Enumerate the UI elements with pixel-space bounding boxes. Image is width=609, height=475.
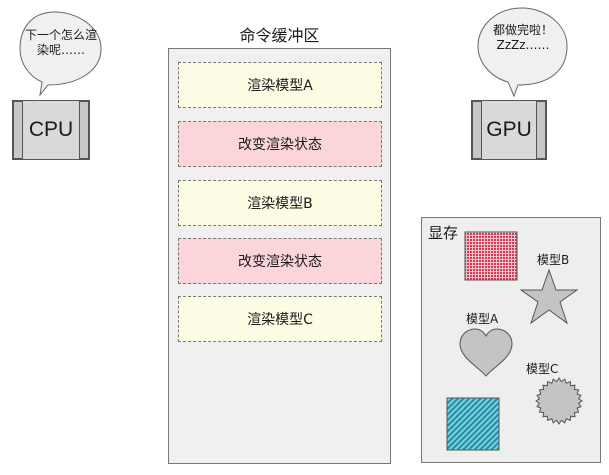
gpu-chip-right-rail [536,101,546,159]
heart-shape [459,328,513,377]
gpu-bubble-line-1: 都做完啦！ [492,23,553,37]
model-c-label: 模型C [526,362,559,376]
vram-title: 显存 [428,224,459,242]
gpu-bubble-text: 都做完啦！ ZzZz…… [484,23,562,53]
gear-shape [535,377,583,425]
cpu-chip: CPU [12,100,90,160]
texture-teal-square [446,397,500,451]
command-buffer: 渲染模型A 改变渲染状态 渲染模型B 改变渲染状态 渲染模型C [168,48,391,464]
cpu-bubble-text: 下一个怎么渲 染呢…… [24,28,98,58]
gpu-chip: GPU [471,100,547,160]
vram-panel: 显存 模型B 模型A 模型C [421,217,601,463]
vram-shapes [446,231,583,451]
command-buffer-title: 命令缓冲区 [239,26,320,45]
cpu-chip-right-rail [79,101,89,159]
gpu-chip-left-rail [472,101,482,159]
gpu-label: GPU [486,118,532,141]
command-render-model-a: 渲染模型A [178,62,382,108]
gpu-bubble-line-2: ZzZz…… [496,38,550,52]
texture-red-square [464,231,518,281]
cpu-bubble-line-2: 染呢…… [36,43,85,57]
model-a-label: 模型A [466,312,499,326]
cpu-chip-left-rail [13,101,23,159]
cpu-label: CPU [28,118,74,141]
command-change-render-state: 改变渲染状态 [178,121,382,167]
command-render-model-c: 渲染模型C [178,296,382,342]
command-change-render-state: 改变渲染状态 [178,238,382,284]
model-b-label: 模型B [537,253,570,267]
cpu-bubble-line-1: 下一个怎么渲 [24,28,97,42]
star-shape [519,268,579,325]
command-render-model-b: 渲染模型B [178,180,382,226]
